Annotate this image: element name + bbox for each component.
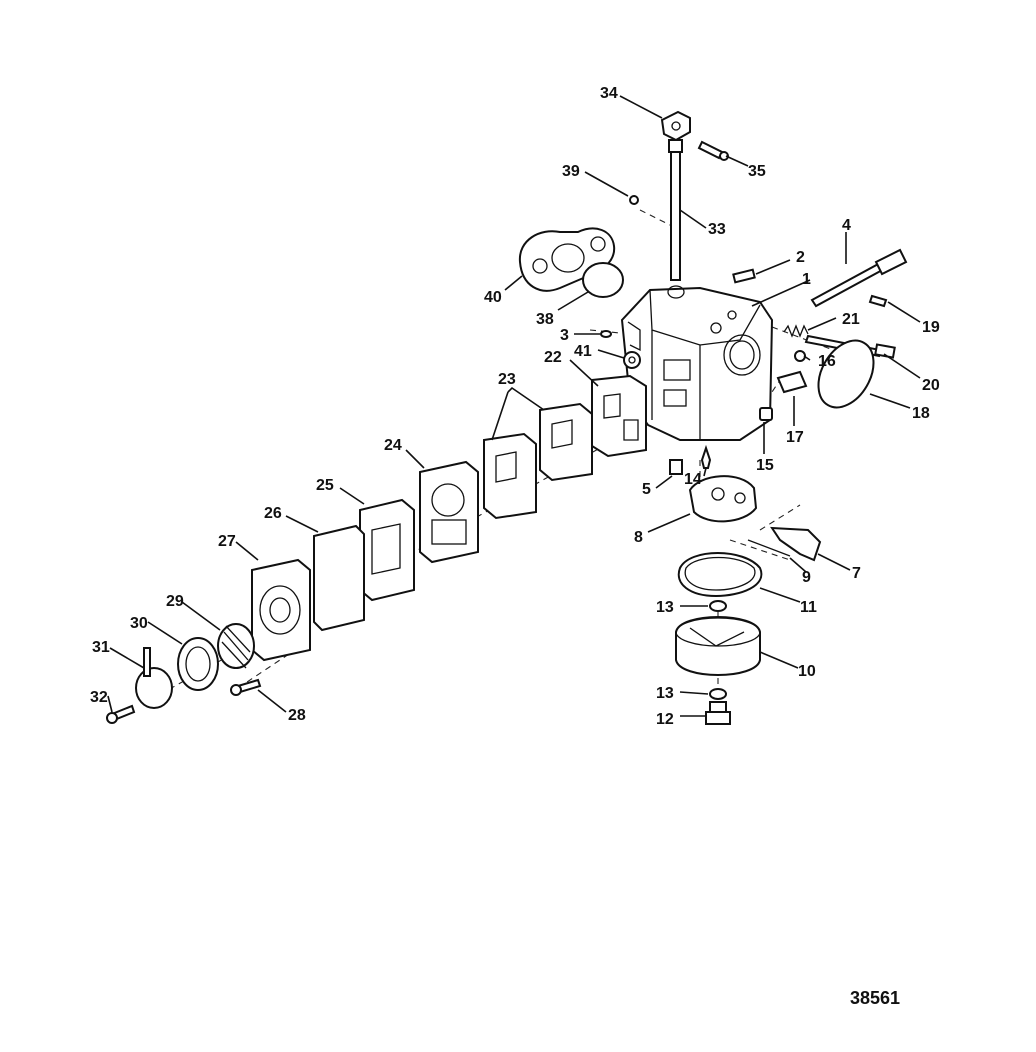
callout-24: 24 — [384, 437, 402, 454]
part-23-gaskets — [483, 402, 593, 520]
callout-40: 40 — [484, 289, 502, 306]
part-19-screw — [868, 294, 888, 308]
callout-16: 16 — [818, 353, 836, 370]
part-30-gasket-ring — [177, 637, 219, 691]
part-13-washer-lower — [709, 688, 727, 700]
callout-leader-lines — [107, 95, 921, 717]
callout-4: 4 — [842, 217, 851, 234]
part-27-fuel-pump-cover — [251, 558, 311, 662]
callout-20: 20 — [922, 377, 940, 394]
part-26-diaphragm — [313, 524, 365, 632]
callout-15: 15 — [756, 457, 774, 474]
callout-21: 21 — [842, 311, 860, 328]
callout-12: 12 — [656, 711, 674, 728]
part-35-screw — [697, 140, 729, 161]
part-24-metering-plate — [419, 460, 479, 564]
part-16-plug — [794, 350, 806, 362]
part-38-welch-plug — [582, 262, 624, 298]
callout-11: 11 — [800, 599, 817, 616]
callout-28: 28 — [288, 707, 306, 724]
part-7-float — [770, 526, 822, 562]
callout-41: 41 — [574, 343, 592, 360]
callout-30: 30 — [130, 615, 148, 632]
callout-labels: 34 35 39 33 40 2 4 1 38 21 19 3 22 41 16… — [90, 85, 940, 728]
part-12-drain-screw — [705, 701, 731, 725]
callout-34: 34 — [600, 85, 618, 102]
callout-8: 8 — [634, 529, 643, 546]
callout-17: 17 — [786, 429, 804, 446]
callout-25: 25 — [316, 477, 334, 494]
part-32-screw — [106, 704, 136, 724]
callout-18: 18 — [912, 405, 930, 422]
part-39-screw — [629, 195, 639, 205]
callout-26: 26 — [264, 505, 282, 522]
part-9-pin — [747, 539, 791, 557]
part-33-throttle-shaft — [668, 139, 683, 281]
part-14-inlet-needle — [700, 444, 712, 469]
part-31-lever — [135, 647, 173, 709]
part-28-screw — [230, 678, 262, 696]
callout-22: 22 — [544, 349, 562, 366]
callout-5: 5 — [642, 481, 651, 498]
callout-10: 10 — [798, 663, 816, 680]
callout-13-lower: 13 — [656, 685, 674, 702]
part-40-flange-gasket — [518, 227, 616, 292]
callout-32: 32 — [90, 689, 108, 706]
part-13-washer-upper — [709, 600, 727, 612]
part-41-nut — [623, 351, 641, 369]
part-2-pin — [732, 268, 756, 284]
callout-19: 19 — [922, 319, 940, 336]
callout-1: 1 — [802, 271, 811, 288]
callout-27: 27 — [218, 533, 236, 550]
callout-33: 33 — [708, 221, 726, 238]
part-18-welch-plug — [817, 339, 875, 409]
part-3-plug — [600, 330, 612, 338]
callout-31: 31 — [92, 639, 110, 656]
callout-9: 9 — [802, 569, 811, 586]
part-29-filter-screen — [217, 623, 255, 669]
part-22-gasket — [591, 374, 647, 458]
part-11-bowl-gasket — [677, 552, 763, 598]
part-15-jet — [759, 407, 773, 421]
callout-13-upper: 13 — [656, 599, 674, 616]
callout-14: 14 — [684, 471, 702, 488]
callout-2: 2 — [796, 249, 805, 266]
callout-38: 38 — [536, 311, 554, 328]
part-34-throttle-lever — [660, 110, 691, 142]
figure-number: 38561 — [850, 988, 900, 1008]
part-10-float-bowl — [675, 616, 761, 676]
part-21-spring — [783, 324, 809, 338]
part-17-clip — [776, 370, 808, 394]
part-8-float — [688, 475, 758, 523]
callout-3: 3 — [560, 327, 569, 344]
callout-23: 23 — [498, 371, 516, 388]
part-5-spring — [669, 459, 683, 475]
callout-35: 35 — [748, 163, 766, 180]
callout-7: 7 — [852, 565, 861, 582]
callout-39: 39 — [562, 163, 580, 180]
part-4-high-speed-needle — [810, 248, 908, 308]
part-25-gasket — [359, 498, 415, 602]
callout-29: 29 — [166, 593, 184, 610]
